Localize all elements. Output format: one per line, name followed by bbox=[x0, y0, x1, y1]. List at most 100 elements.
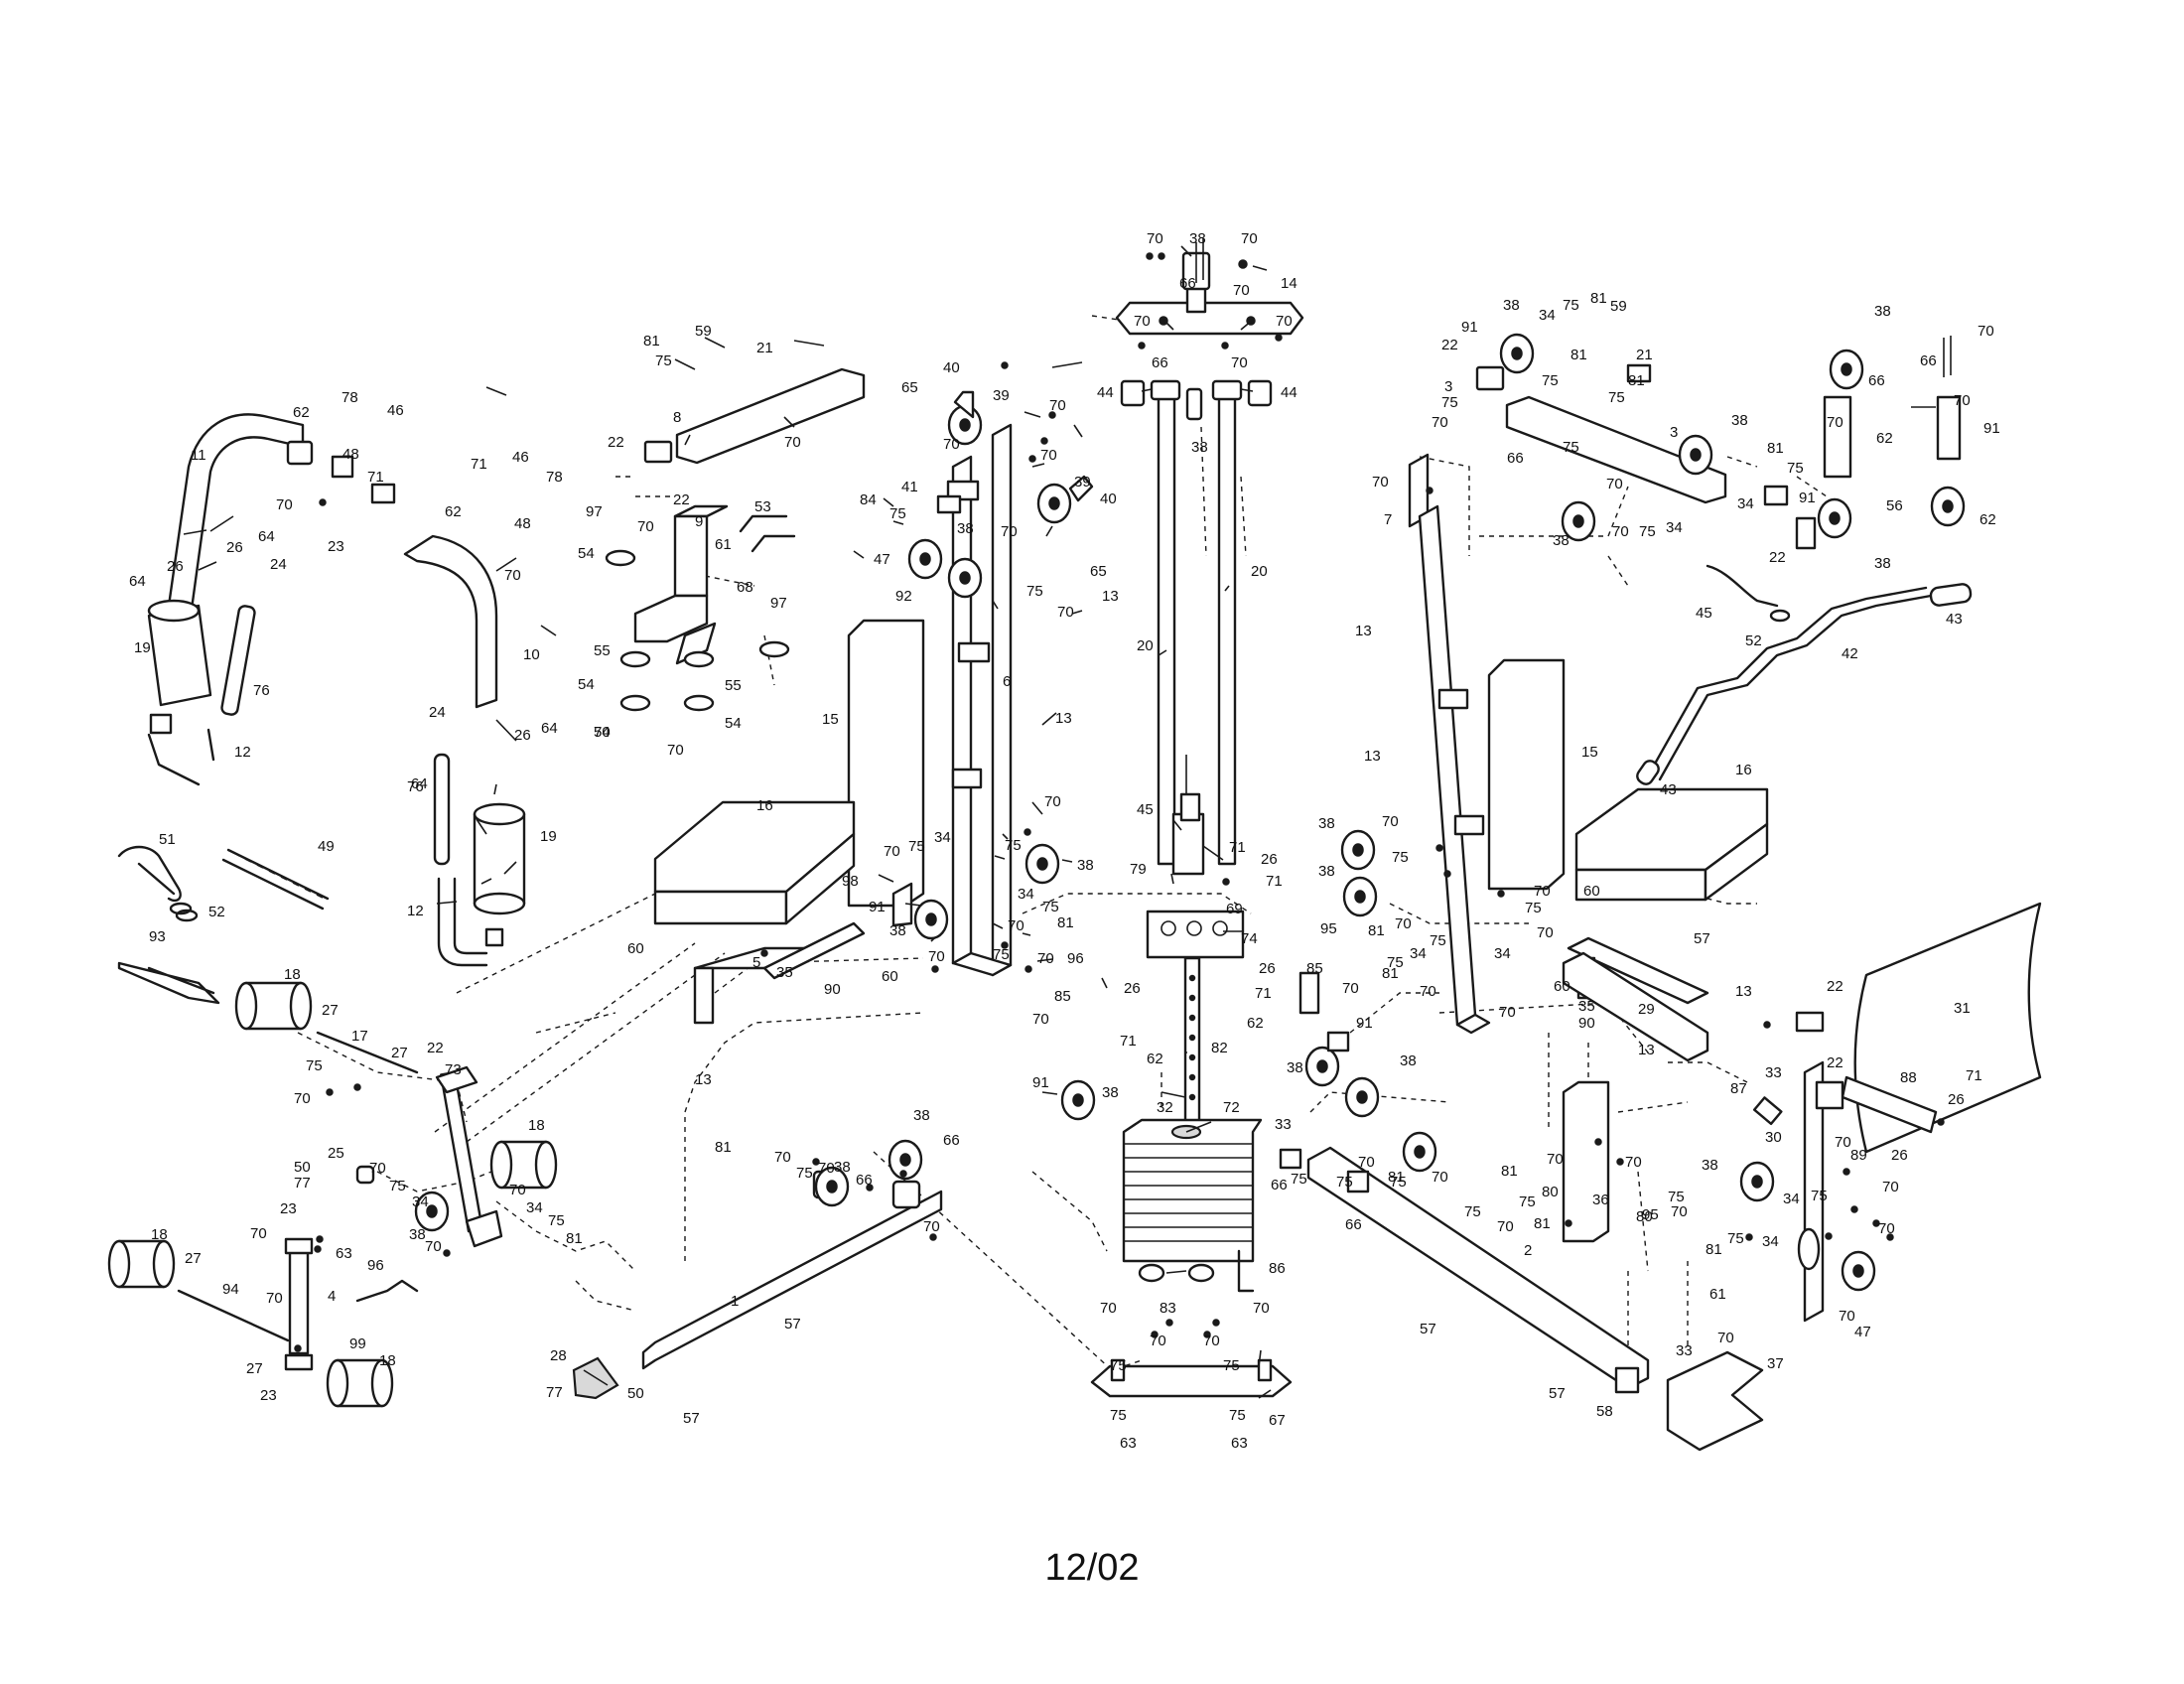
part-callout: 13 bbox=[695, 1071, 712, 1088]
part-callout: 96 bbox=[1067, 950, 1084, 967]
part-callout: 19 bbox=[134, 639, 151, 656]
part-callout: 75 bbox=[1563, 439, 1579, 456]
part-callout: 62 bbox=[1247, 1015, 1264, 1032]
part-callout: 34 bbox=[1783, 1191, 1800, 1207]
part-callout: 21 bbox=[1636, 347, 1653, 363]
left-base-frame bbox=[572, 1139, 943, 1400]
part-callout: 26 bbox=[226, 539, 243, 556]
part-callout: 38 bbox=[913, 1107, 930, 1124]
part-callout: 70 bbox=[1534, 883, 1551, 900]
part-callout: 19 bbox=[540, 828, 557, 845]
part-callout: 90 bbox=[824, 981, 841, 998]
part-callout: 38 bbox=[1191, 439, 1208, 456]
left-upright bbox=[847, 423, 1013, 977]
part-callout: 12 bbox=[407, 903, 424, 919]
part-callout: 75 bbox=[389, 1178, 406, 1194]
part-callout: 66 bbox=[1920, 352, 1937, 369]
part-callout: 75 bbox=[1639, 523, 1656, 540]
part-callout: 30 bbox=[1765, 1129, 1782, 1146]
part-callout: 16 bbox=[756, 797, 773, 814]
part-callout: 62 bbox=[1147, 1051, 1163, 1067]
part-callout: 15 bbox=[1581, 744, 1598, 761]
part-callout: 96 bbox=[367, 1257, 384, 1274]
part-callout: 34 bbox=[1018, 886, 1034, 903]
right-base-frame bbox=[1306, 951, 1938, 1452]
part-callout: 89 bbox=[1850, 1147, 1867, 1164]
part-callout: 75 bbox=[1430, 932, 1446, 949]
part-callout: 46 bbox=[512, 449, 529, 466]
part-callout: 70 bbox=[1008, 917, 1024, 934]
part-callout: 61 bbox=[1709, 1286, 1726, 1303]
part-callout: 70 bbox=[667, 742, 684, 759]
part-callout: 38 bbox=[1400, 1052, 1417, 1069]
part-callout: 58 bbox=[1596, 1403, 1613, 1420]
part-callout: 23 bbox=[280, 1200, 297, 1217]
part-callout: 81 bbox=[643, 333, 660, 350]
part-callout: 75 bbox=[1005, 837, 1022, 854]
part-callout: 34 bbox=[412, 1193, 429, 1210]
part-callout: 38 bbox=[1318, 863, 1335, 880]
part-callout: 50 bbox=[294, 1159, 311, 1176]
part-callout: 70 bbox=[369, 1160, 386, 1177]
part-callout: 62 bbox=[293, 404, 310, 421]
part-callout: 52 bbox=[208, 904, 225, 920]
part-callout: 38 bbox=[834, 1159, 851, 1176]
part-callout: 21 bbox=[756, 340, 773, 356]
part-callout: 22 bbox=[1827, 978, 1843, 995]
part-callout: 60 bbox=[882, 968, 898, 985]
part-callout: 38 bbox=[957, 520, 974, 537]
part-callout: 86 bbox=[1269, 1260, 1286, 1277]
part-callout: 70 bbox=[1057, 604, 1074, 621]
part-callout: 59 bbox=[1610, 298, 1627, 315]
part-callout: 75 bbox=[1668, 1189, 1685, 1205]
part-callout: 38 bbox=[1102, 1084, 1119, 1101]
part-callout: 70 bbox=[1100, 1300, 1117, 1317]
part-callout: 8 bbox=[673, 409, 681, 426]
part-callout: 70 bbox=[1882, 1179, 1899, 1195]
part-callout: 5 bbox=[752, 954, 760, 971]
part-callout: 66 bbox=[1271, 1177, 1288, 1193]
accessories bbox=[117, 845, 330, 1005]
part-callout: 66 bbox=[856, 1172, 873, 1189]
part-callout: 54 bbox=[578, 676, 595, 693]
part-callout: 1 bbox=[731, 1293, 739, 1310]
part-callout: 49 bbox=[318, 838, 335, 855]
part-callout: 38 bbox=[1553, 532, 1570, 549]
part-callout: 91 bbox=[1356, 1015, 1373, 1032]
part-callout: 70 bbox=[1203, 1333, 1220, 1349]
part-callout: 66 bbox=[1179, 275, 1196, 292]
part-callout: 55 bbox=[725, 677, 742, 694]
part-callout: 64 bbox=[541, 720, 558, 737]
part-callout: 82 bbox=[1211, 1040, 1228, 1056]
part-callout: 38 bbox=[1318, 815, 1335, 832]
part-callout: 75 bbox=[1519, 1193, 1536, 1210]
part-callout: 81 bbox=[1057, 914, 1074, 931]
part-callout: 70 bbox=[1497, 1218, 1514, 1235]
part-callout: 9 bbox=[695, 513, 703, 530]
part-callout: 71 bbox=[367, 469, 384, 486]
part-callout: 70 bbox=[1547, 1151, 1564, 1168]
part-callout: 78 bbox=[341, 389, 358, 406]
part-callout: 70 bbox=[1032, 1011, 1049, 1028]
part-callout: 70 bbox=[884, 843, 900, 860]
part-callout: 75 bbox=[1229, 1407, 1246, 1424]
left-press-arms bbox=[147, 413, 526, 967]
part-callout: 75 bbox=[1542, 372, 1559, 389]
part-callout: 34 bbox=[1539, 307, 1556, 324]
part-callout: 70 bbox=[1878, 1220, 1895, 1237]
part-callout: 22 bbox=[427, 1040, 444, 1056]
part-callout: 81 bbox=[566, 1230, 583, 1247]
part-callout: 81 bbox=[715, 1139, 732, 1156]
part-callout: 75 bbox=[1291, 1171, 1307, 1188]
part-callout: 94 bbox=[222, 1281, 239, 1298]
part-callout: 39 bbox=[993, 387, 1010, 404]
part-callout: 27 bbox=[246, 1360, 263, 1377]
part-callout: 22 bbox=[1827, 1054, 1843, 1071]
part-callout: 6 bbox=[1003, 673, 1011, 690]
part-callout: 98 bbox=[842, 873, 859, 890]
part-callout: 81 bbox=[1368, 922, 1385, 939]
part-callout: 70 bbox=[1001, 523, 1018, 540]
part-callout: 66 bbox=[1868, 372, 1885, 389]
part-callout: 75 bbox=[1336, 1174, 1353, 1191]
